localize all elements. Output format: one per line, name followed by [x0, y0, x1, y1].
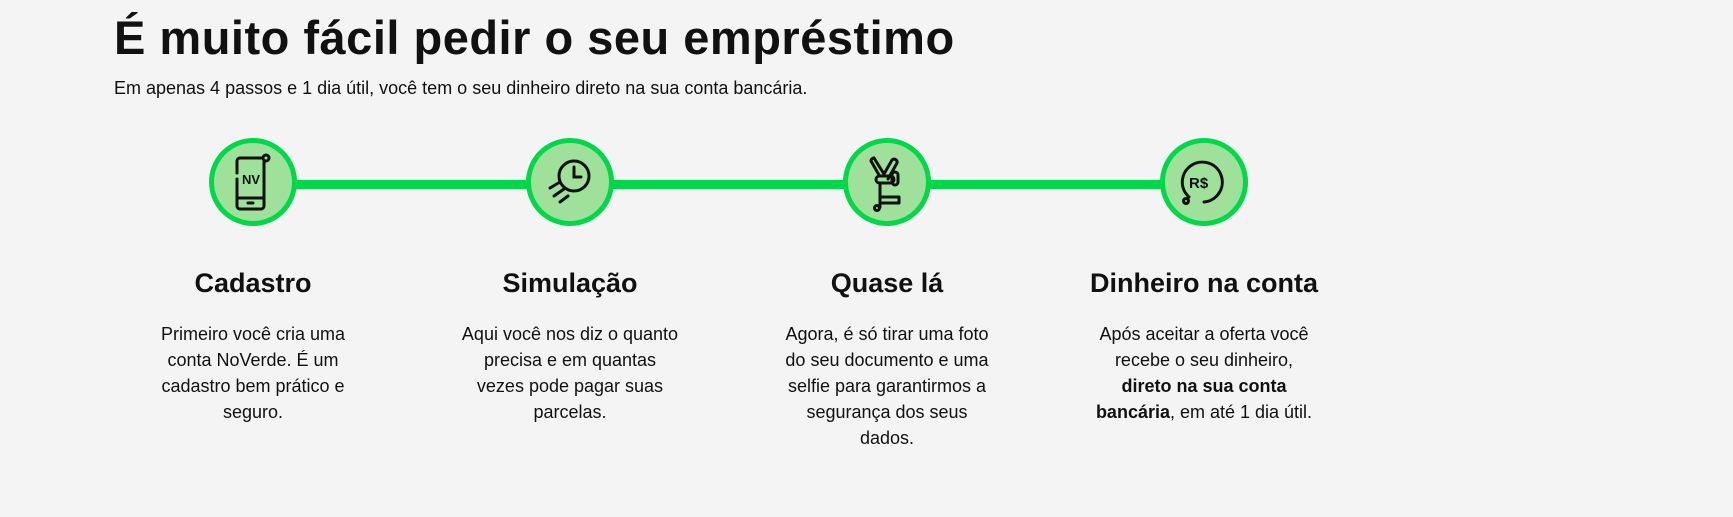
svg-text:NV: NV [242, 172, 260, 187]
step-simulacao: Simulação Aqui você nos diz o quanto pre… [410, 138, 730, 425]
step-text: Aqui você nos diz o quanto precisa e em … [461, 324, 679, 422]
svg-text:R$: R$ [1189, 175, 1209, 192]
subtitle: Em apenas 4 passos e 1 dia útil, você te… [114, 78, 808, 98]
step-text: Primeiro você cria uma conta NoVerde. É … [160, 324, 346, 422]
step-title: Dinheiro na conta [1089, 268, 1319, 298]
step-dinheiro: R$ Dinheiro na conta Após aceitar a ofer… [1044, 138, 1364, 425]
step-text: Após aceitar a oferta você recebe o seu … [1095, 324, 1313, 422]
money-icon: R$ [1160, 138, 1248, 226]
page-title: É muito fácil pedir o seu empréstimo [114, 11, 955, 64]
step-text: Agora, é só tirar uma foto do seu docume… [785, 324, 989, 448]
peace-hand-icon [843, 138, 931, 226]
step-title: Quase lá [830, 268, 944, 298]
phone-icon: NV [209, 138, 297, 226]
step-title: Cadastro [194, 268, 312, 298]
step-quase-la: Quase lá Agora, é só tirar uma foto do s… [727, 138, 1047, 451]
step-title: Simulação [502, 268, 638, 298]
progress-line [253, 180, 1204, 189]
step-cadastro: NV Cadastro Primeiro você cria uma conta… [93, 138, 413, 425]
clock-icon [526, 138, 614, 226]
